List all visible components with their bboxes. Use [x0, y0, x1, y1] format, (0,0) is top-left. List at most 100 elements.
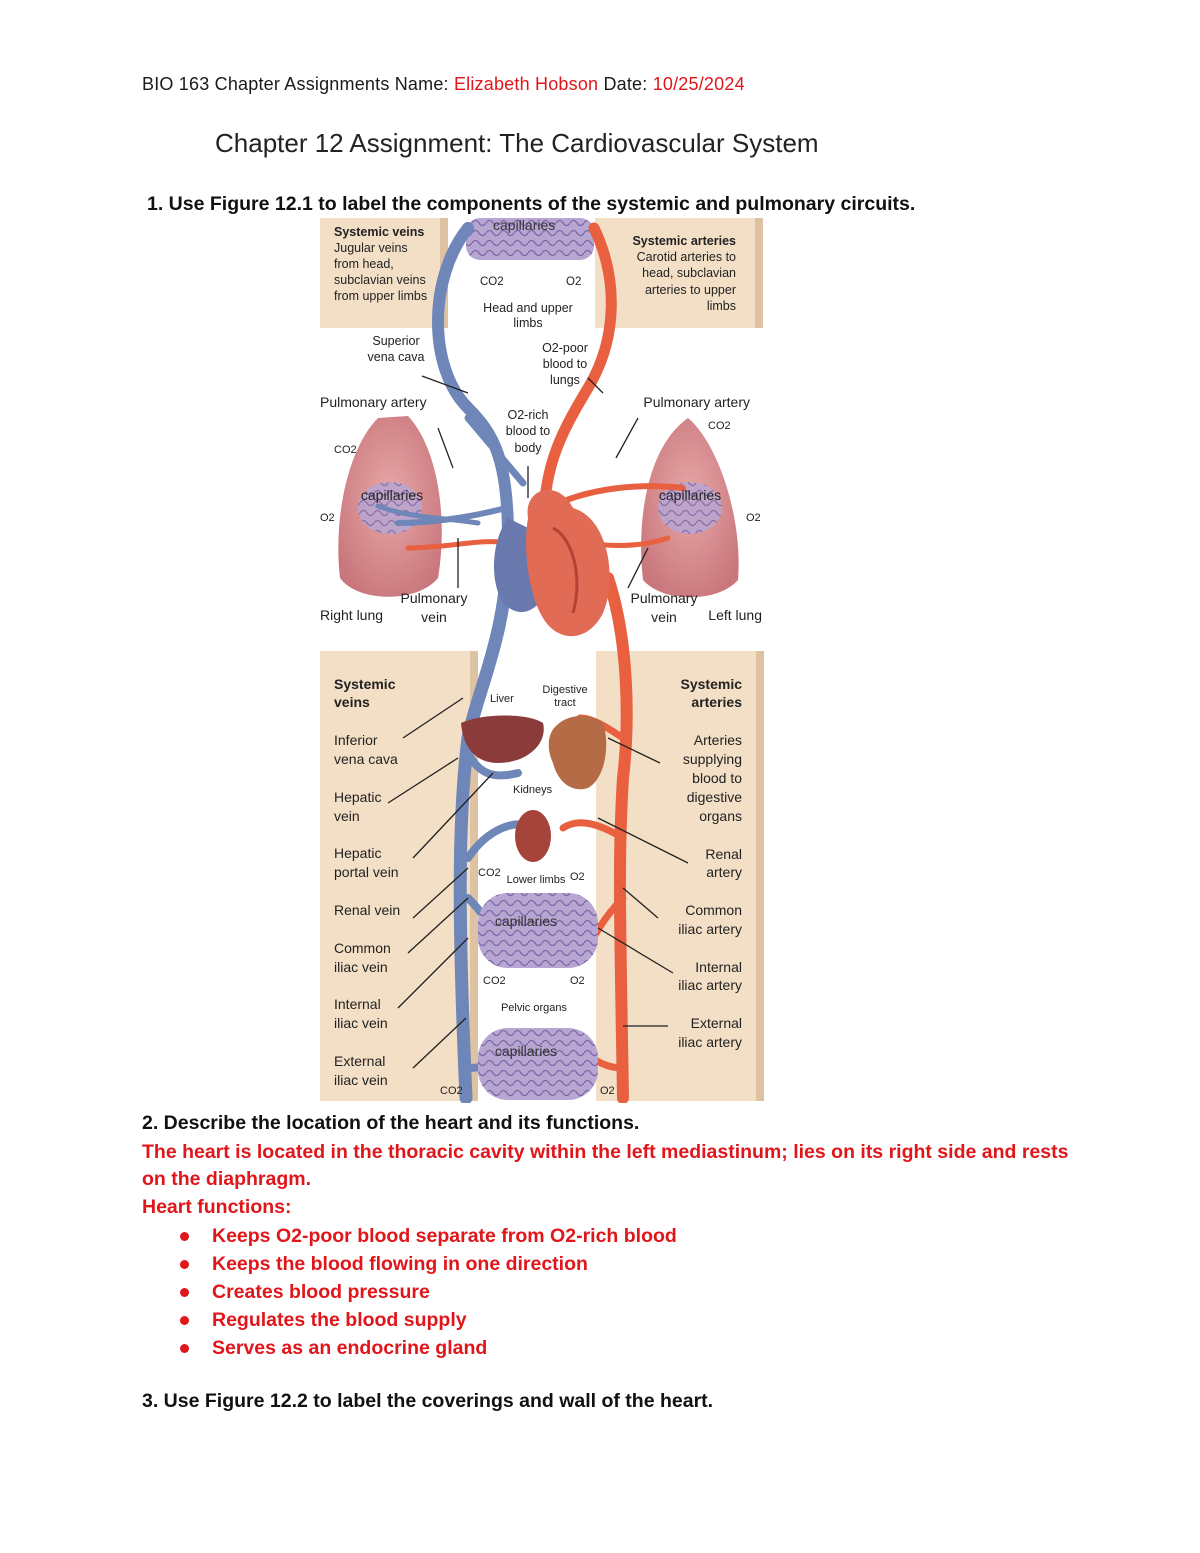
internal-iliac-artery-label-1: Internal: [695, 959, 742, 975]
question-2: 2. Describe the location of the heart an…: [142, 1112, 640, 1134]
answer-location: The heart is located in the thoracic cav…: [142, 1141, 1069, 1190]
left-lung-co2-label: CO2: [708, 420, 731, 432]
systemic-veins-heading-1: Systemic: [334, 676, 396, 692]
systemic-arteries-heading-2: arteries: [691, 694, 742, 710]
systemic-veins-heading-2: veins: [334, 694, 370, 710]
digestive-tract-shape: [548, 715, 607, 790]
list-item: Regulates the blood supply: [180, 1306, 677, 1334]
hepatic-vein-label-2: vein: [334, 808, 360, 824]
heart-functions-label: Heart functions:: [142, 1196, 292, 1218]
head-upper-limbs-2: limbs: [513, 316, 542, 330]
head-o2-label: O2: [566, 276, 581, 288]
common-iliac-vein-label-2: iliac vein: [334, 959, 388, 975]
head-co2-label: CO2: [480, 276, 504, 288]
internal-iliac-artery-label-2: iliac artery: [678, 977, 742, 993]
bullet-icon: [180, 1260, 189, 1269]
o2rich-label-1: O2-rich: [508, 408, 549, 422]
pulmonary-vein-left-2: vein: [421, 609, 447, 625]
date-value: 10/25/2024: [652, 74, 745, 94]
top-capillary-bed: [466, 218, 594, 260]
question-1: 1. Use Figure 12.1 to label the componen…: [147, 193, 916, 215]
external-iliac-artery-label-2: iliac artery: [678, 1034, 742, 1050]
systemic-arteries-heading-1: Systemic: [681, 676, 743, 692]
tl-box-line-1: Jugular veins: [334, 241, 408, 255]
left-lung-label: Left lung: [708, 607, 762, 623]
hepatic-vein-label-1: Hepatic: [334, 789, 381, 805]
left-lung-capillaries-label: capillaries: [659, 487, 721, 503]
leader-lines: [387, 375, 689, 1069]
pelvic-co2-label: CO2: [440, 1085, 463, 1097]
pulmonary-artery-left-label: Pulmonary artery: [320, 394, 427, 410]
list-item: Creates blood pressure: [180, 1278, 677, 1306]
date-label: Date:: [598, 74, 653, 94]
list-item: Keeps the blood flowing in one direction: [180, 1250, 677, 1278]
bullet-icon: [180, 1344, 189, 1353]
kidney-shape: [515, 810, 551, 862]
tr-box-heading: Systemic arteries: [632, 234, 736, 248]
box-top-right: [595, 218, 763, 328]
renal-artery-label-2: artery: [706, 864, 742, 880]
lower-co2-label: CO2: [478, 867, 501, 879]
common-iliac-vein-label-1: Common: [334, 940, 391, 956]
external-iliac-artery-label-1: External: [691, 1015, 742, 1031]
external-iliac-vein-label-1: External: [334, 1053, 385, 1069]
cardiovascular-figure: capillaries Systemic veins Jugular veins…: [320, 218, 764, 1103]
bullet-icon: [180, 1288, 189, 1297]
tl-box-line-2: from head,: [334, 257, 394, 271]
digestive-arteries-label-5: organs: [699, 808, 742, 824]
lower-o2-label-2: O2: [570, 975, 585, 987]
tr-box-line-4: limbs: [707, 299, 736, 313]
common-iliac-artery-label-1: Common: [685, 902, 742, 918]
external-iliac-vein-label-2: iliac vein: [334, 1072, 388, 1088]
ivc-label-1: Inferior: [334, 732, 378, 748]
internal-iliac-vein-label-2: iliac vein: [334, 1015, 388, 1031]
kidneys-label: Kidneys: [513, 784, 553, 796]
tr-box-line-3: arteries to upper: [645, 283, 736, 297]
right-lung-capillaries-label: capillaries: [361, 487, 423, 503]
ivc-label-2: vena cava: [334, 751, 398, 767]
lower-capillaries-label: capillaries: [495, 913, 557, 929]
bullet-icon: [180, 1316, 189, 1325]
o2poor-label-3: lungs: [550, 373, 580, 387]
heart-functions-list: Keeps O2-poor blood separate from O2-ric…: [180, 1222, 677, 1362]
heart-shape: [493, 489, 610, 637]
svc-label-1: Superior: [372, 334, 419, 348]
hepatic-portal-label-1: Hepatic: [334, 845, 381, 861]
lower-limb-capillary-bed: [478, 893, 598, 968]
question-3: 3. Use Figure 12.2 to label the covering…: [142, 1390, 714, 1412]
lower-limbs-label: Lower limbs: [507, 874, 566, 886]
digestive-arteries-label-2: supplying: [683, 751, 742, 767]
pelvic-o2-label: O2: [600, 1085, 615, 1097]
digestive-label-1: Digestive: [542, 684, 587, 696]
head-upper-limbs-1: Head and upper: [483, 301, 573, 315]
renal-artery-label-1: Renal: [705, 846, 742, 862]
document-header: BIO 163 Chapter Assignments Name: Elizab…: [142, 74, 745, 95]
pulmonary-artery-right-label: Pulmonary artery: [643, 394, 750, 410]
top-capillaries-label: capillaries: [493, 218, 555, 233]
digestive-arteries-label-4: digestive: [687, 789, 742, 805]
pelvic-capillaries-label: capillaries: [495, 1043, 557, 1059]
lower-co2-label-2: CO2: [483, 975, 506, 987]
left-lung-o2-label: O2: [746, 512, 761, 524]
liver-label: Liver: [490, 693, 514, 705]
o2rich-label-2: blood to: [506, 424, 551, 438]
right-lung-co2-label: CO2: [334, 444, 357, 456]
left-lung-capillaries: [658, 482, 722, 534]
pelvic-organs-label: Pelvic organs: [501, 1002, 568, 1014]
pulmonary-vein-right-2: vein: [651, 609, 677, 625]
pulmonary-vein-left-1: Pulmonary: [401, 590, 468, 606]
liver-shape: [461, 715, 544, 763]
bullet-icon: [180, 1232, 189, 1241]
o2poor-label-2: blood to: [543, 357, 588, 371]
list-item: Serves as an endocrine gland: [180, 1334, 677, 1362]
o2poor-label-1: O2-poor: [542, 341, 588, 355]
tl-box-line-4: from upper limbs: [334, 289, 427, 303]
digestive-arteries-label-3: blood to: [692, 770, 742, 786]
tl-box-heading: Systemic veins: [334, 225, 424, 239]
digestive-arteries-label-1: Arteries: [694, 732, 742, 748]
list-item: Keeps O2-poor blood separate from O2-ric…: [180, 1222, 677, 1250]
digestive-label-2: tract: [554, 697, 575, 709]
right-lung-label: Right lung: [320, 607, 383, 623]
tl-box-line-3: subclavian veins: [334, 273, 426, 287]
internal-iliac-vein-label-1: Internal: [334, 996, 381, 1012]
